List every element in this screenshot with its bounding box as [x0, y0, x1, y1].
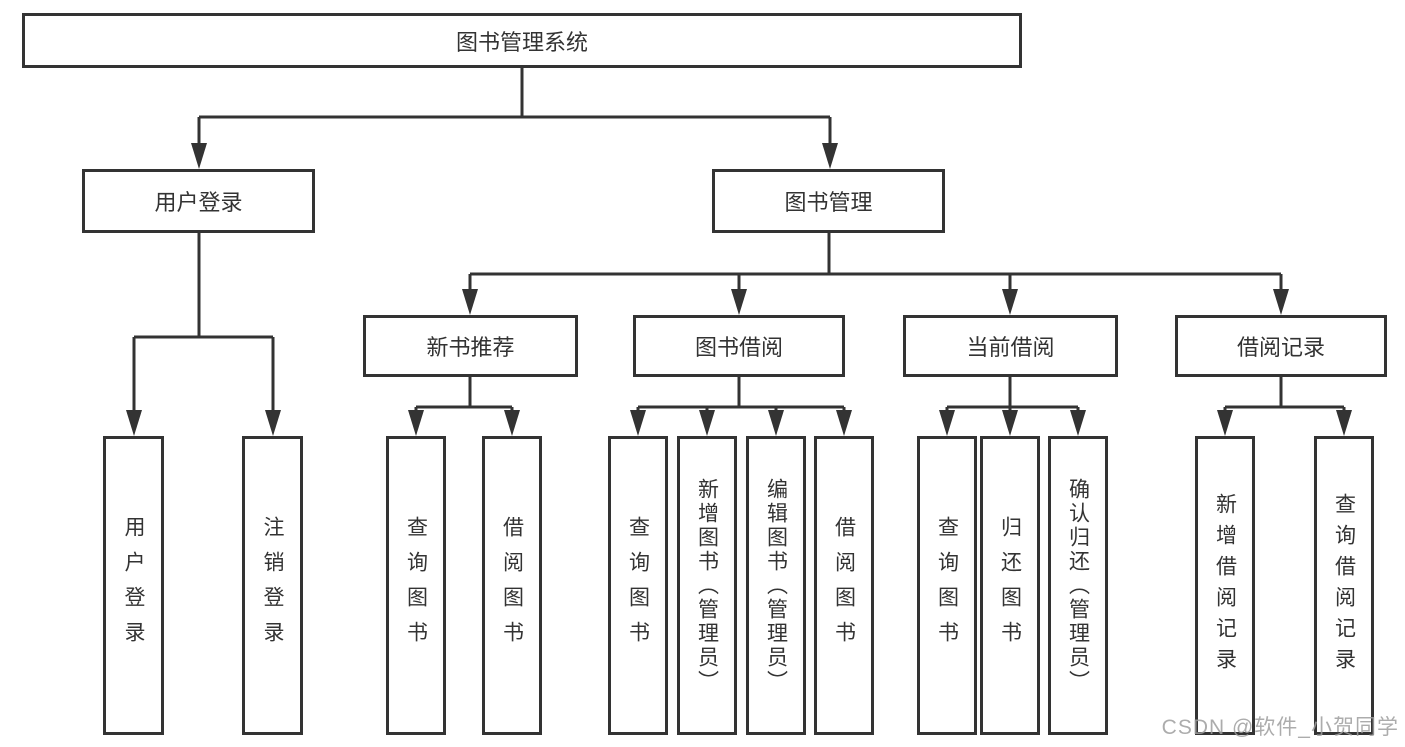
arrowhead	[504, 410, 520, 436]
node-new-book-recommend-label: 新书推荐	[426, 335, 515, 360]
leaf-query-book-borrow: 查询图书	[608, 436, 668, 735]
leaf-edit-book-admin: 编辑图书（管理员）	[746, 436, 806, 735]
node-current-borrow-label: 当前借阅	[966, 335, 1055, 360]
arrowhead	[630, 410, 646, 436]
edge-current-borrow	[945, 377, 1080, 412]
arrowhead	[1002, 410, 1018, 436]
edge-book-mgmt	[468, 233, 1283, 291]
node-book-borrow: 图书借阅	[633, 315, 845, 377]
node-book-management: 图书管理	[712, 169, 945, 233]
node-borrow-records: 借阅记录	[1175, 315, 1387, 377]
arrowhead	[1217, 410, 1233, 436]
leaf-add-book-admin: 新增图书（管理员）	[677, 436, 737, 735]
leaf-return-book: 归还图书	[980, 436, 1040, 735]
arrowhead	[699, 410, 715, 436]
leaf-query-book-recommend-label: 查询图书	[404, 515, 428, 656]
arrowhead	[1002, 289, 1018, 315]
node-user-login: 用户登录	[82, 169, 315, 233]
leaf-confirm-return-admin-label: 确认归还（管理员）	[1066, 477, 1090, 694]
leaf-query-book-current-label: 查询图书	[935, 515, 959, 656]
leaf-confirm-return-admin: 确认归还（管理员）	[1048, 436, 1108, 735]
leaf-query-book-borrow-label: 查询图书	[626, 515, 650, 656]
edge-user-login	[132, 233, 275, 412]
edge-new-book-rec	[414, 377, 514, 412]
node-new-book-recommend: 新书推荐	[363, 315, 578, 377]
arrowhead	[1273, 289, 1289, 315]
node-current-borrow: 当前借阅	[903, 315, 1118, 377]
leaf-query-book-recommend: 查询图书	[386, 436, 446, 735]
leaf-query-borrow-record: 查询借阅记录	[1314, 436, 1374, 735]
node-book-management-label: 图书管理	[784, 190, 873, 215]
arrowhead	[265, 410, 281, 436]
arrowhead	[408, 410, 424, 436]
leaf-user-login: 用户登录	[103, 436, 164, 735]
leaf-query-book-current: 查询图书	[917, 436, 977, 735]
leaf-return-book-label: 归还图书	[998, 515, 1022, 656]
leaf-borrow-book-label: 借阅图书	[832, 515, 856, 656]
node-root: 图书管理系统	[22, 13, 1022, 68]
arrowhead	[462, 289, 478, 315]
arrowhead	[1336, 410, 1352, 436]
leaf-borrow-book-recommend-label: 借阅图书	[500, 515, 524, 656]
node-book-borrow-label: 图书借阅	[694, 335, 783, 360]
node-root-label: 图书管理系统	[455, 29, 588, 55]
edge-root-trunk	[197, 68, 832, 145]
arrowhead	[768, 410, 784, 436]
arrowhead	[939, 410, 955, 436]
arrowhead	[836, 410, 852, 436]
edge-book-borrow	[636, 377, 846, 412]
node-borrow-records-label: 借阅记录	[1236, 335, 1325, 360]
leaf-user-login-label: 用户登录	[122, 515, 145, 656]
leaf-logout-login-label: 注销登录	[261, 515, 284, 656]
arrowhead	[126, 410, 142, 436]
arrowhead	[731, 289, 747, 315]
arrowhead	[822, 143, 838, 169]
arrowhead	[1070, 410, 1086, 436]
leaf-query-borrow-record-label: 查询借阅记录	[1332, 492, 1356, 679]
arrowhead	[191, 143, 207, 169]
edge-borrow-records	[1223, 377, 1346, 412]
leaf-add-borrow-record-label: 新增借阅记录	[1213, 492, 1237, 679]
leaf-borrow-book: 借阅图书	[814, 436, 874, 735]
leaf-borrow-book-recommend: 借阅图书	[482, 436, 542, 735]
leaf-logout-login: 注销登录	[242, 436, 303, 735]
leaf-add-book-admin-label: 新增图书（管理员）	[695, 477, 719, 694]
node-user-login-label: 用户登录	[154, 190, 243, 215]
leaf-add-borrow-record: 新增借阅记录	[1195, 436, 1255, 735]
leaf-edit-book-admin-label: 编辑图书（管理员）	[764, 477, 788, 694]
